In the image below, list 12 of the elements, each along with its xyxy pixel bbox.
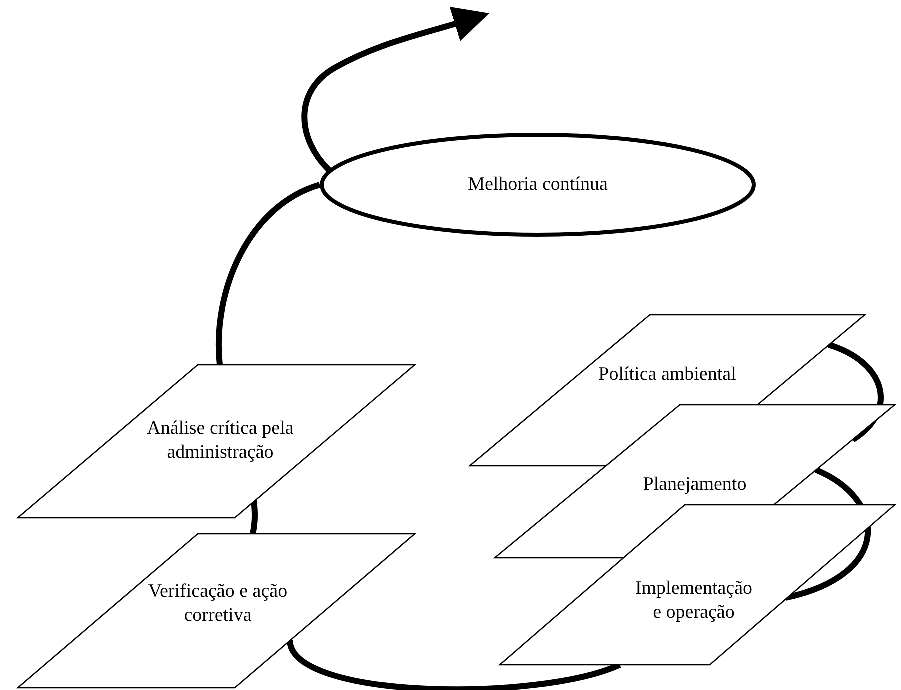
node-label: Política ambiental (598, 363, 738, 387)
node-label: Análise crítica pela administração (146, 417, 295, 465)
connector-line (287, 638, 622, 690)
connector-line (785, 467, 871, 601)
node-label: Implementação e operação (634, 577, 754, 625)
connector-line (216, 182, 322, 366)
connector-line (250, 500, 258, 535)
arrow (302, 6, 490, 172)
node-label: Melhoria contínua (467, 173, 609, 197)
node-label: Planejamento (642, 473, 748, 497)
node-label: Verificação e ação corretiva (147, 580, 289, 628)
connector-line (828, 342, 884, 442)
